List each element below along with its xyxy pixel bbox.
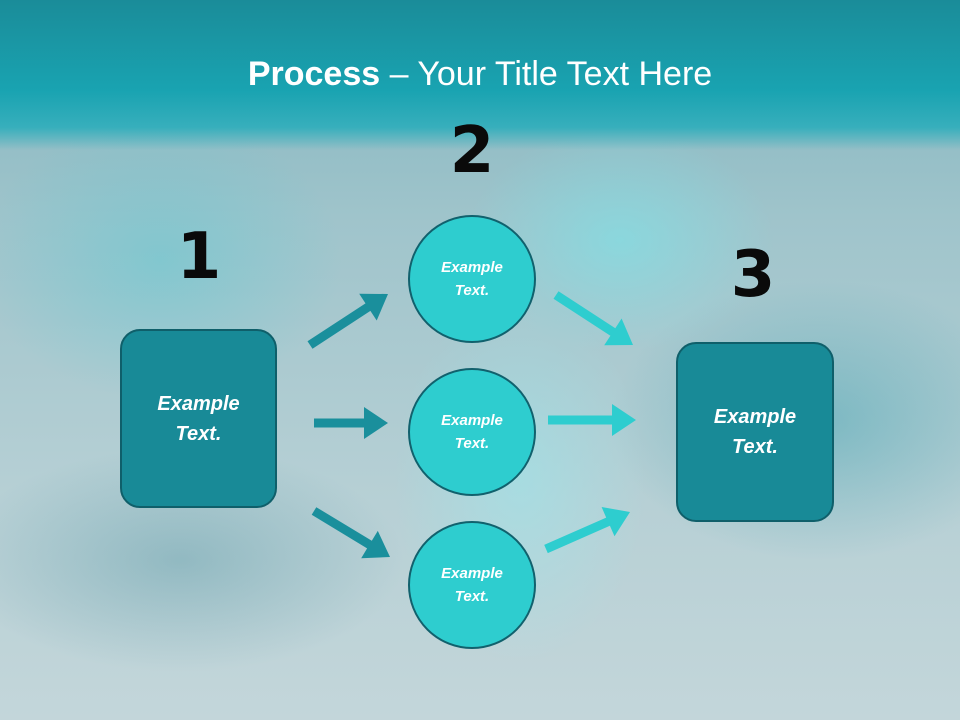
step-2-circle-bottom: Example Text. bbox=[408, 521, 536, 649]
arrow-top-to-3 bbox=[553, 291, 633, 346]
circle-middle-text-line2: Text. bbox=[454, 435, 490, 452]
step-number-1: 1 bbox=[176, 220, 222, 294]
circle-middle-text-line1: Example bbox=[441, 412, 503, 429]
step-3-text-line1: Example bbox=[713, 406, 797, 428]
step-3-text-line2: Text. bbox=[732, 436, 778, 458]
title-strong: Process bbox=[247, 55, 381, 93]
step-1-text-line2: Text. bbox=[175, 422, 222, 445]
circle-bottom-text-line2: Text. bbox=[454, 588, 490, 605]
step-2-circle-middle: Example Text. bbox=[408, 368, 536, 496]
circle-top-text-line2: Text. bbox=[454, 282, 490, 299]
step-2-circle-top: Example Text. bbox=[408, 215, 536, 343]
title-bar bbox=[0, 0, 960, 150]
title-rest: – Your Title Text Here bbox=[380, 55, 713, 93]
slide-title: Process – Your Title Text Here bbox=[0, 52, 960, 96]
step-number-3: 3 bbox=[730, 238, 776, 312]
step-1-text-line1: Example bbox=[157, 392, 240, 415]
arrow-1-to-top bbox=[307, 293, 388, 349]
arrow-1-to-bottom bbox=[311, 507, 390, 559]
circle-bottom-text-line1: Example bbox=[441, 565, 503, 582]
step-1-box: Example Text. bbox=[120, 329, 277, 508]
arrow-bottom-to-3 bbox=[544, 507, 630, 554]
step-3-box: Example Text. bbox=[676, 342, 834, 522]
arrow-middle-to-3 bbox=[548, 404, 636, 436]
step-number-2: 2 bbox=[449, 114, 495, 188]
arrow-1-to-middle bbox=[314, 407, 388, 439]
circle-top-text-line1: Example bbox=[441, 259, 503, 276]
